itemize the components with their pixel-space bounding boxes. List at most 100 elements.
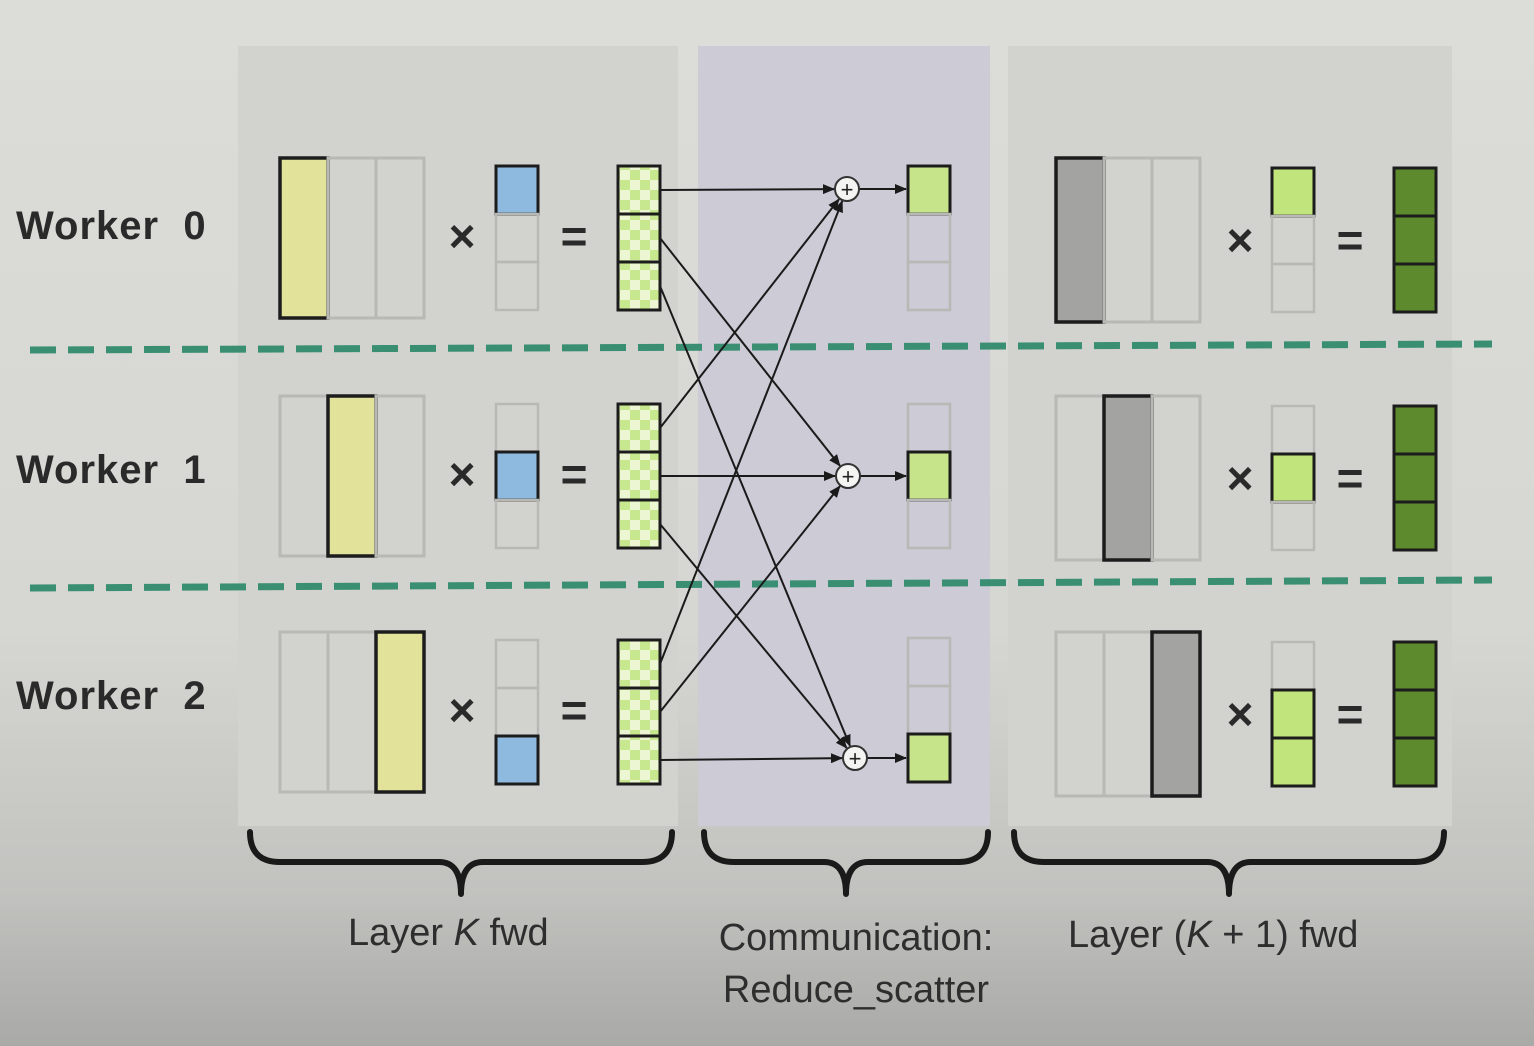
worker-2-output-k1-block-0 xyxy=(1392,640,1438,692)
caption-layer-k-pre: Layer xyxy=(348,912,454,954)
worker-1-reduced-block-0 xyxy=(906,402,952,454)
worker-1-reduced-block-1 xyxy=(906,450,952,502)
worker-1-partial-block-0 xyxy=(616,402,662,454)
sum-node-0 xyxy=(834,176,860,202)
worker-1-weight-k1-col-1 xyxy=(1102,394,1154,562)
worker-1-reduced-block-2 xyxy=(906,498,952,550)
caption-layer-k: Layer K fwd xyxy=(348,912,549,955)
worker-2-partial-block-0 xyxy=(616,638,662,690)
worker-2-output-k1-block-1 xyxy=(1392,688,1438,740)
worker-0-reduced-block-0 xyxy=(906,164,952,216)
worker-1-weight-k-col-2 xyxy=(374,394,426,558)
worker-0-input-k1-block-1 xyxy=(1270,214,1316,266)
worker-2-label: Worker 2 xyxy=(16,674,207,718)
worker-2-input-k1-block-0 xyxy=(1270,640,1316,692)
worker-1-input-k1-block-2 xyxy=(1270,500,1316,552)
worker-0-weight-k-col-2 xyxy=(374,156,426,320)
caption-layer-k1-var: K xyxy=(1186,914,1212,956)
worker-1-partial-block-2 xyxy=(616,498,662,550)
caption-communication-line1: Communication: xyxy=(718,917,994,959)
worker-0-equals-k1: = xyxy=(1337,214,1364,266)
worker-0-partial-2-arrow xyxy=(659,285,851,747)
worker-1-multiply-k1: × xyxy=(1227,452,1254,504)
worker-0-partial-1-arrow xyxy=(659,237,841,467)
worker-1-equals-k1: = xyxy=(1337,452,1364,504)
worker-2-multiply-k: × xyxy=(449,684,476,736)
worker-0-weight-k1-col-1 xyxy=(1102,156,1154,324)
worker-0-equals-k: = xyxy=(561,210,588,262)
worker-2-reduced-block-2 xyxy=(906,732,952,784)
worker-1-weight-k-col-0 xyxy=(278,394,330,558)
worker-2-weight-k1-col-1 xyxy=(1102,630,1154,798)
worker-2-partial-2-arrow xyxy=(659,753,844,764)
worker-0-output-k1-block-0 xyxy=(1392,166,1438,218)
worker-divider-0 xyxy=(29,340,1493,354)
worker-0-partial-block-1 xyxy=(616,212,662,264)
sum-node-plus-2: + xyxy=(849,746,862,771)
worker-1-partial-0-arrow xyxy=(659,198,840,429)
worker-1-output-k1-block-2 xyxy=(1392,500,1438,552)
worker-2-partial-block-2 xyxy=(616,734,662,786)
worker-0-output-k1-block-1 xyxy=(1392,214,1438,266)
worker-0-partial-0-arrow xyxy=(659,184,836,195)
worker-2-output-k1-block-2 xyxy=(1392,736,1438,788)
caption-communication: Communication: Reduce_scatter xyxy=(698,912,1014,1016)
worker-2-partial-1-arrow xyxy=(659,485,841,713)
worker-0-weight-k1-col-2 xyxy=(1150,156,1202,324)
worker-1-input-block-1 xyxy=(494,450,540,502)
worker-2-weight-k1-col-0 xyxy=(1054,630,1106,798)
worker-2-input-k1-block-2 xyxy=(1270,736,1316,788)
worker-0-weight-k-col-0 xyxy=(278,156,330,320)
worker-2-input-block-0 xyxy=(494,638,540,690)
worker-1-multiply-k: × xyxy=(449,448,476,500)
sum-node-1 xyxy=(835,463,861,489)
worker-0-weight-k-col-1 xyxy=(326,156,378,320)
worker-1-input-block-0 xyxy=(494,402,540,454)
worker-2-input-block-1 xyxy=(494,686,540,738)
worker-2-weight-k-col-1 xyxy=(326,630,378,794)
worker-0-label: Worker 0 xyxy=(16,204,207,248)
worker-0-input-k1-block-0 xyxy=(1270,166,1316,218)
worker-1-partial-2-arrow xyxy=(659,523,848,749)
worker-2-weight-k-col-0 xyxy=(278,630,330,794)
worker-1-weight-k1-col-2 xyxy=(1150,394,1202,562)
brace-layer-k xyxy=(247,829,675,897)
caption-layer-k-var: K xyxy=(453,912,479,954)
worker-2-partial-block-1 xyxy=(616,686,662,738)
worker-2-input-block-2 xyxy=(494,734,540,786)
worker-2-partial-0-arrow xyxy=(659,200,844,665)
worker-2-equals-k: = xyxy=(561,684,588,736)
brace-layer-k1 xyxy=(1011,829,1447,897)
caption-layer-k1: Layer (K + 1) fwd xyxy=(1068,914,1358,957)
worker-0-multiply-k1: × xyxy=(1227,214,1254,266)
worker-1-input-block-2 xyxy=(494,498,540,550)
worker-0-multiply-k: × xyxy=(449,210,476,262)
caption-layer-k-post: fwd xyxy=(478,912,549,954)
caption-layer-k1-pre: Layer ( xyxy=(1068,914,1187,956)
worker-1-weight-k-col-1 xyxy=(326,394,378,558)
brace-communication xyxy=(701,829,991,897)
caption-communication-line2: Reduce_scatter xyxy=(722,969,990,1011)
worker-0-partial-block-0 xyxy=(616,164,662,216)
worker-0-input-k1-block-2 xyxy=(1270,262,1316,314)
worker-1-input-k1-block-1 xyxy=(1270,452,1316,504)
worker-1-output-k1-block-1 xyxy=(1392,452,1438,504)
worker-0-output-k1-block-2 xyxy=(1392,262,1438,314)
worker-1-label: Worker 1 xyxy=(16,448,207,492)
worker-0-input-block-0 xyxy=(494,164,540,216)
worker-1-equals-k: = xyxy=(561,448,588,500)
worker-1-output-k1-block-0 xyxy=(1392,404,1438,456)
worker-2-reduced-block-1 xyxy=(906,684,952,736)
worker-2-reduced-block-0 xyxy=(906,636,952,688)
worker-2-input-k1-block-1 xyxy=(1270,688,1316,740)
sum-node-plus-0: + xyxy=(841,177,854,202)
worker-0-reduced-block-2 xyxy=(906,260,952,312)
caption-layer-k1-post: + 1) fwd xyxy=(1211,914,1359,956)
worker-1-weight-k1-col-0 xyxy=(1054,394,1106,562)
worker-1-input-k1-block-0 xyxy=(1270,404,1316,456)
worker-2-weight-k1-col-2 xyxy=(1150,630,1202,798)
sum-node-plus-1: + xyxy=(842,464,855,489)
worker-2-equals-k1: = xyxy=(1337,688,1364,740)
worker-0-weight-k1-col-0 xyxy=(1054,156,1106,324)
